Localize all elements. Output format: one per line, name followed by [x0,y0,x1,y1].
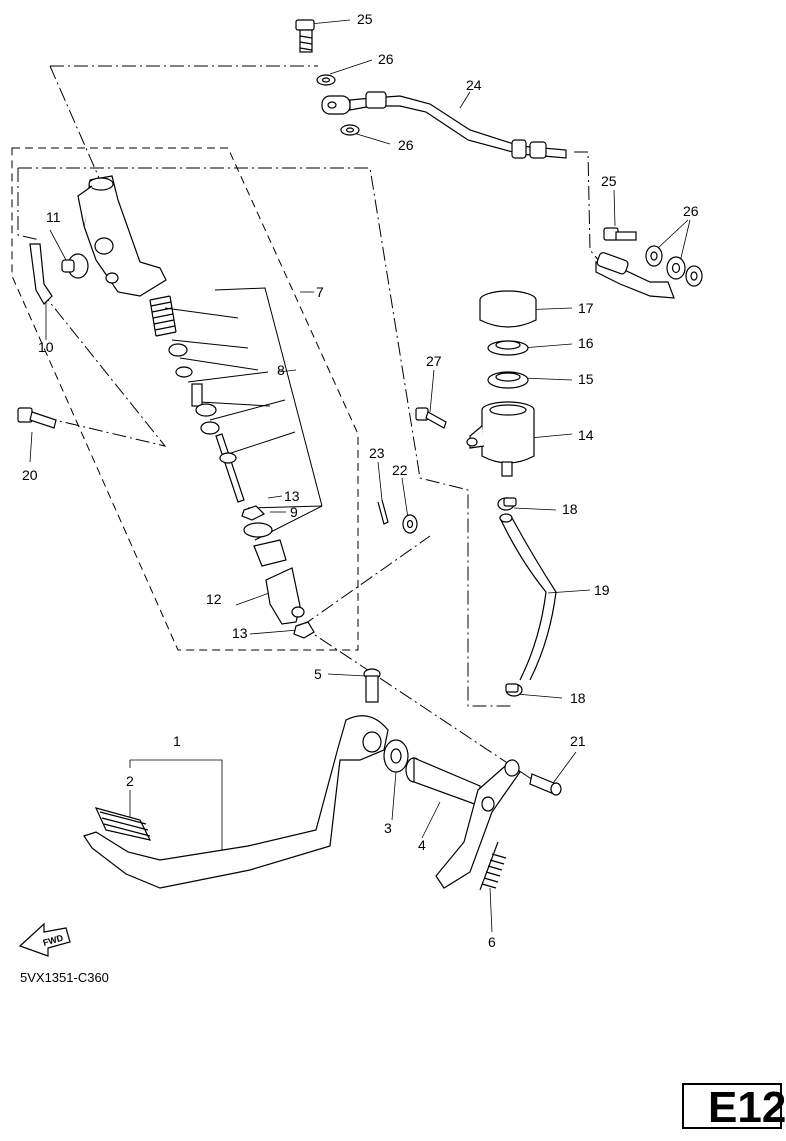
boot-9 [243,522,287,567]
callout-13-lower: 13 [232,625,248,641]
brake-hose-24 [321,91,675,299]
bracket-lines [164,287,323,541]
callout-18-top: 18 [562,501,578,517]
nut-13-upper [241,505,266,521]
bolt-25-right [603,227,637,241]
copper-washers-26-right [645,245,703,287]
callout-9: 9 [290,504,298,520]
hose-clamp-18-bottom [505,683,523,697]
hose-clamp-18-top [497,497,517,511]
reservoir-cap-17 [479,290,537,328]
bleed-screw-10 [29,243,53,305]
spring-internal [149,295,177,337]
diagram-code: 5VX1351-C360 [20,970,109,985]
callout-3: 3 [384,820,392,836]
bolt-27 [415,407,447,429]
callout-19: 19 [594,582,610,598]
pedal-rubber-2 [94,807,152,841]
callout-11: 11 [46,209,61,225]
callout-26-right: 26 [683,203,699,219]
callout-15: 15 [578,371,594,387]
spring-6 [479,841,507,891]
callout-10: 10 [38,339,54,355]
bolt-25-top [295,19,315,53]
cotter-pin-23 [377,499,389,525]
reservoir-tank-14 [466,401,535,477]
fitting-11 [61,253,89,279]
callout-17: 17 [578,300,594,316]
callout-21: 21 [570,733,586,749]
callout-27: 27 [426,353,442,369]
washer-3 [383,739,409,773]
callout-2: 2 [126,773,134,789]
page-tag-label: E12 [708,1083,786,1132]
forward-arrow-icon: FWD [18,922,71,957]
reservoir-hose-19 [499,513,557,681]
part-callouts: 25 26 26 24 25 26 17 16 15 14 27 18 19 1… [22,11,699,950]
shaft-4 [405,757,521,889]
callout-26-middle: 26 [398,137,414,153]
callout-5: 5 [314,666,322,682]
callout-14: 14 [578,427,594,443]
bolt-20 [17,407,57,429]
page-tag: E12 [682,1083,786,1131]
callout-4: 4 [418,837,426,853]
diaphragm-16 [487,340,529,356]
callout-1: 1 [173,733,181,749]
guide-lines [17,65,601,791]
push-rod [215,433,245,503]
callout-25-right: 25 [601,173,617,189]
clevis-12 [265,567,305,625]
brake-pedal-1 [83,715,389,889]
bolt-5 [363,668,381,703]
copper-washers-26 [316,74,360,136]
callout-13-upper: 13 [284,488,300,504]
callout-25-top: 25 [357,11,373,27]
nut-13-lower [293,621,315,639]
washer-22 [402,514,418,534]
callout-12: 12 [206,591,222,607]
pin-21 [529,773,562,796]
master-cylinder-assembly-outline [11,147,359,651]
callout-26-top: 26 [378,51,394,67]
callout-22: 22 [392,462,408,478]
callout-16: 16 [578,335,594,351]
callout-7: 7 [316,284,324,300]
callout-24: 24 [466,77,482,93]
callout-6: 6 [488,934,496,950]
callout-18-bottom: 18 [570,690,586,706]
callout-23: 23 [369,445,385,461]
leader-lines [29,19,691,933]
master-cylinder-body [77,175,167,297]
piston-parts-8 [168,343,220,435]
float-15 [487,371,529,389]
callout-20: 20 [22,467,38,483]
callout-8: 8 [277,362,285,378]
